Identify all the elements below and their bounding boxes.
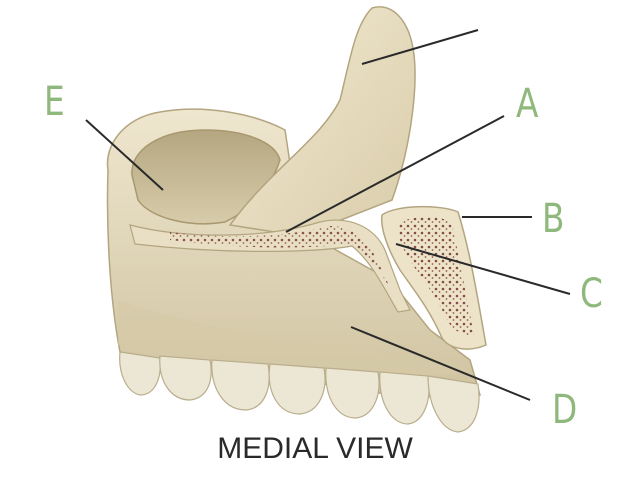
label-a: A bbox=[516, 81, 539, 127]
leader-line-e bbox=[85, 119, 164, 191]
label-c: C bbox=[580, 271, 603, 317]
teeth bbox=[119, 351, 480, 433]
tooth bbox=[159, 355, 212, 401]
label-e: E bbox=[44, 79, 65, 125]
label-b: B bbox=[542, 196, 565, 242]
tooth bbox=[427, 375, 480, 433]
frontal-process bbox=[228, 6, 416, 237]
leader-line-d bbox=[350, 326, 531, 401]
maxillary-sinus bbox=[131, 129, 281, 225]
leader-line-c bbox=[395, 243, 571, 295]
leader-line-top bbox=[361, 29, 479, 65]
tooth bbox=[325, 367, 380, 419]
tooth bbox=[268, 363, 326, 415]
figure-caption: MEDIAL VIEW bbox=[217, 432, 413, 465]
label-d: D bbox=[552, 387, 578, 433]
leader-line-a bbox=[285, 115, 505, 233]
